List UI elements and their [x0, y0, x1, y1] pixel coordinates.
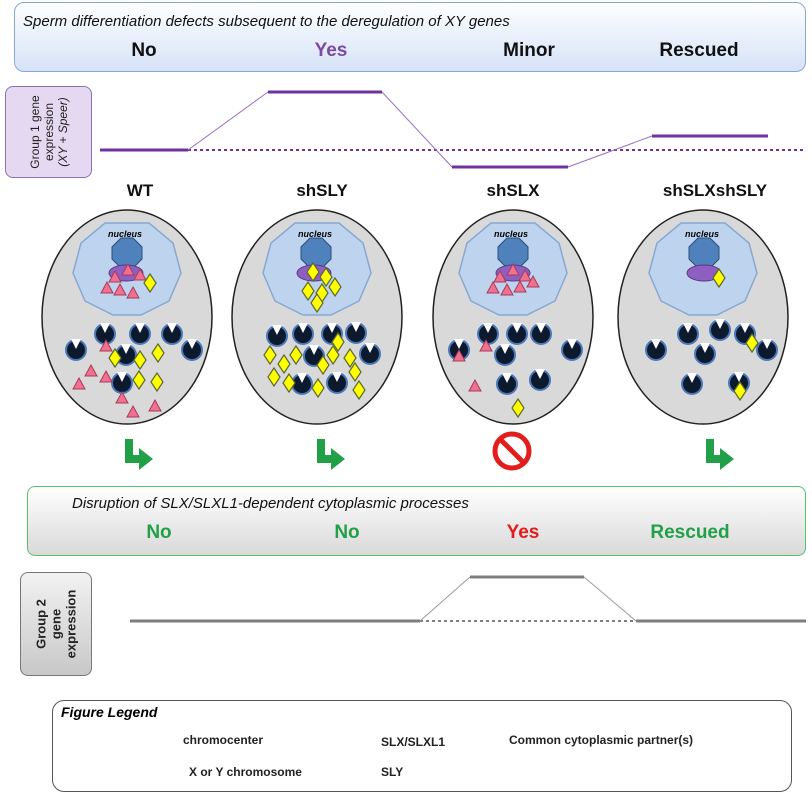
disruption-label-wt: No [146, 522, 172, 543]
defects-label-shslx: Minor [503, 40, 555, 61]
cell-shsly [231, 209, 403, 425]
cell-wt [41, 209, 213, 425]
genotype-label-shslxshsly: shSLXshSLY [662, 181, 768, 200]
genotype-label-wt: WT [126, 181, 154, 200]
genotype-label-shslx: shSLX [486, 181, 540, 200]
disruption-label-shsly: No [334, 522, 360, 543]
disruption-label-shslx: Yes [506, 522, 540, 543]
nucleus-label-shslxshsly: nucleus [685, 229, 720, 239]
legend-slx-label: SLX/SLXL1 [381, 735, 446, 749]
proceed-arrow-icon [317, 439, 345, 470]
cell-shslxshsly [617, 209, 789, 425]
group2-expression-plot [130, 575, 806, 623]
group2-expression-label: Group 2 gene expression [20, 572, 92, 676]
group2-line2: gene [48, 608, 64, 640]
group1-expression-label: Group 1 gene expression (XY + Speer) [5, 86, 92, 178]
group2-line1: Group 2 [33, 599, 49, 649]
cytoplasmic-disruption-title: Disruption of SLX/SLXL1-dependent cytopl… [72, 495, 469, 512]
legend-title: Figure Legend [61, 704, 158, 720]
legend-chromocenter-label: chromocenter [183, 733, 264, 747]
chromocenter-icon [111, 237, 143, 269]
sperm-defects-banner: Sperm differentiation defects subsequent… [14, 2, 806, 72]
defects-label-shsly: Yes [314, 40, 348, 61]
genotype-label-shsly: shSLY [296, 181, 348, 200]
legend-xy-chromosome-label: X or Y chromosome [189, 765, 302, 779]
sperm-defects-title: Sperm differentiation defects subsequent… [23, 13, 510, 30]
figure-legend: Figure Legend chromocenter X or Y chromo… [52, 700, 792, 792]
blocked-icon [492, 431, 532, 471]
defects-label-shslxshsly: Rescued [659, 40, 739, 61]
proceed-arrow-icon [125, 439, 153, 470]
nucleus-label-wt: nucleus [108, 229, 143, 239]
nucleus-label-shslx: nucleus [494, 229, 529, 239]
nucleus-label-shsly: nucleus [298, 229, 333, 239]
group1-expression-plot [100, 90, 806, 169]
cell-shslx [432, 209, 594, 425]
legend-sly-label: SLY [381, 765, 404, 779]
disruption-label-shslxshsly: Rescued [650, 522, 730, 543]
proceed-arrow-icon [706, 439, 734, 470]
legend-partner-label: Common cytoplasmic partner(s) [509, 733, 694, 747]
group2-line3: expression [63, 589, 79, 659]
defects-label-wt: No [131, 40, 157, 61]
cytoplasmic-disruption-banner: Disruption of SLX/SLXL1-dependent cytopl… [27, 486, 806, 556]
